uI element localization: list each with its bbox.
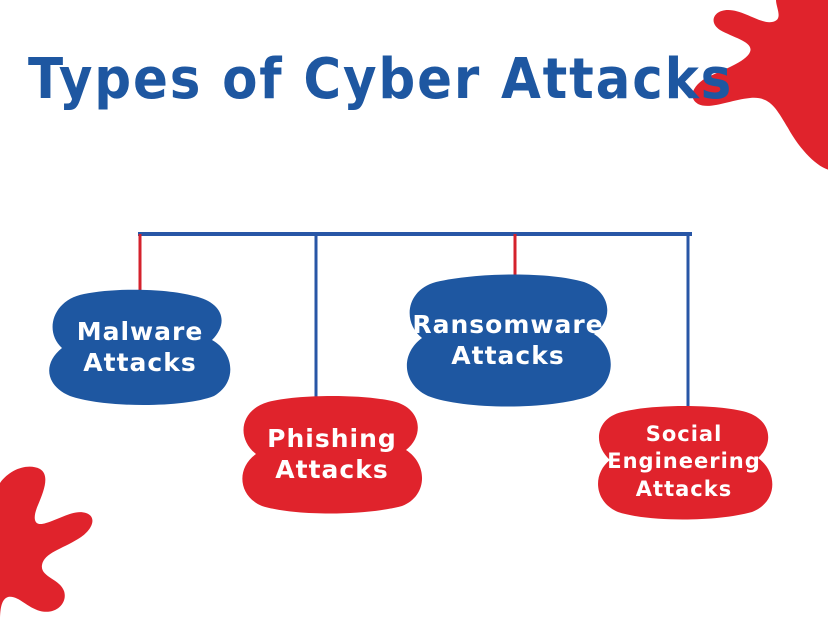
blob-shape	[598, 406, 773, 520]
blob-shape	[49, 289, 231, 405]
node-ransomware-line2: Attacks	[451, 341, 565, 370]
node-malware: Malware Attacks	[44, 288, 236, 406]
node-phishing-line2: Attacks	[275, 455, 389, 484]
node-malware-line2: Attacks	[83, 348, 197, 377]
node-ransomware: Ransomware Attacks	[400, 272, 616, 408]
node-social-engineering: Social Engineering Attacks	[592, 404, 776, 520]
node-phishing: Phishing Attacks	[234, 394, 430, 514]
page-title: Types of Cyber Attacks	[28, 47, 734, 112]
node-social-engineering-line1: Social	[645, 422, 723, 447]
node-phishing-line1: Phishing	[267, 423, 397, 453]
blob-shape	[406, 274, 611, 407]
leaf-decoration-bottom-left-icon	[0, 466, 93, 621]
node-malware-line1: Malware	[76, 316, 204, 346]
node-ransomware-line1: Ransomware	[412, 309, 604, 339]
node-social-engineering-line3: Attacks	[635, 476, 733, 501]
node-social-engineering-line2: Engineering	[607, 449, 761, 474]
leaf-decoration-top-right-icon	[692, 0, 828, 170]
blob-shape	[242, 396, 423, 514]
